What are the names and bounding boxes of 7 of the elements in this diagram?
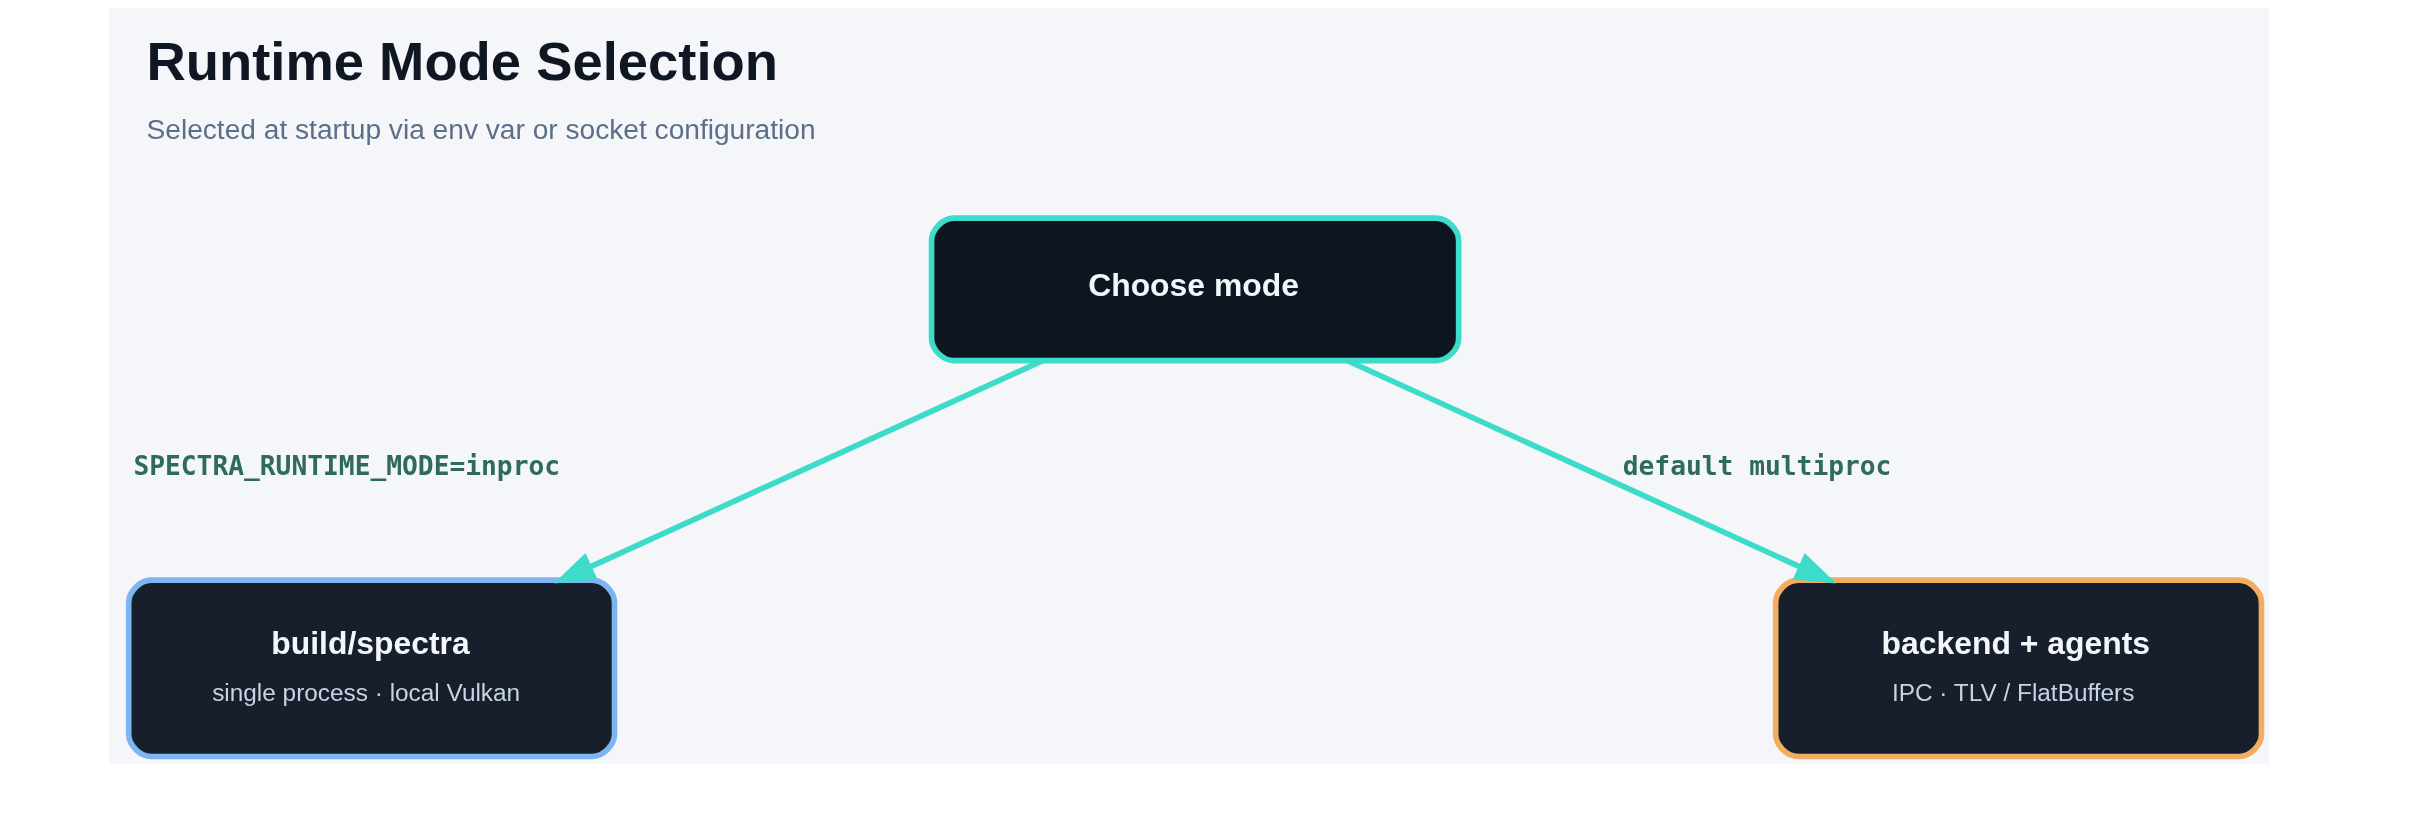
edge-label: default multiproc — [1622, 451, 1892, 482]
node-box: Choose mode — [928, 215, 1462, 364]
node-box: build/spectra single process · local Vulkan — [125, 577, 618, 760]
edge-label: SPECTRA_RUNTIME_MODE=inproc — [133, 451, 561, 482]
node-box: backend + agents IPC · TLV / FlatBuffers — [1772, 577, 2265, 760]
diagram-title: Runtime Mode Selection — [146, 30, 778, 92]
caption: Selected at startup via env var or socket configuration — [146, 114, 816, 146]
